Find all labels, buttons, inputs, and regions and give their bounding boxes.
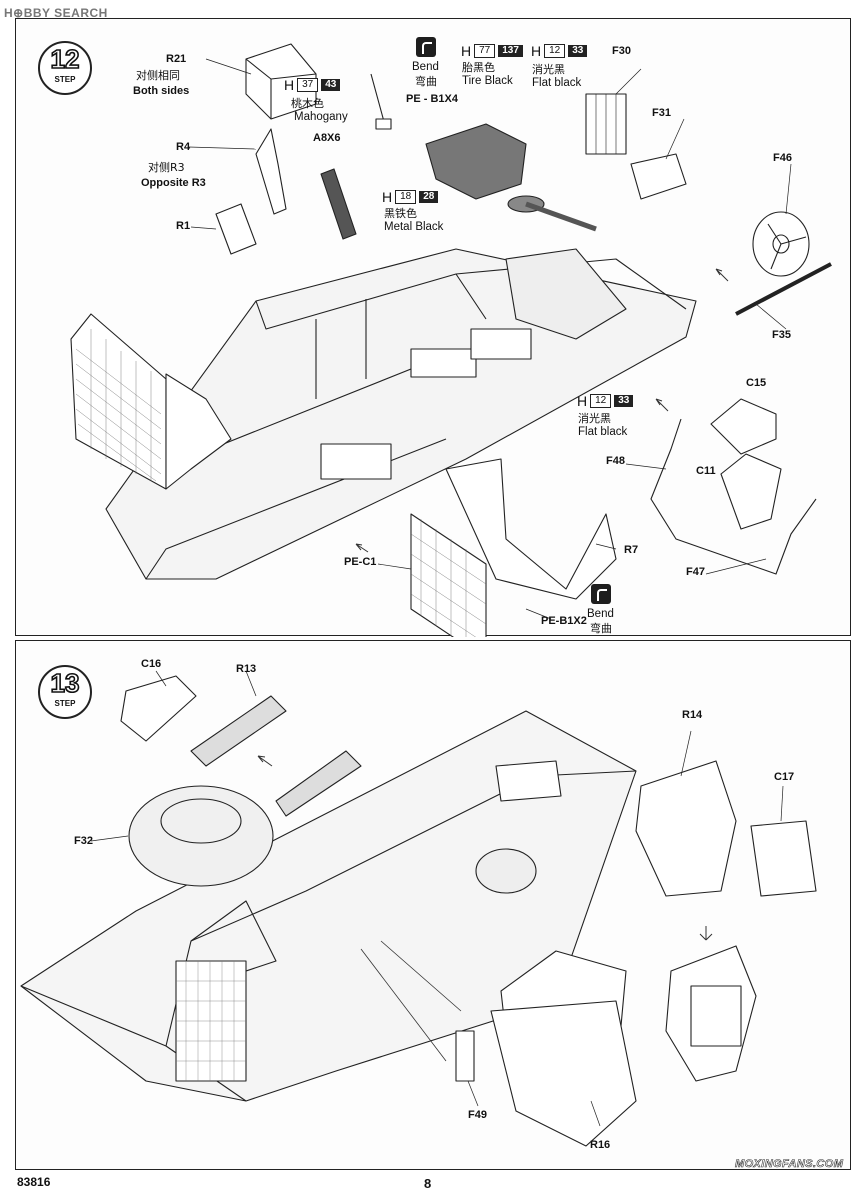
label-r16: R16: [590, 1139, 611, 1151]
step-12-illustration: [70, 43, 832, 637]
label-f46: F46: [773, 152, 792, 164]
bend-icon: [416, 37, 436, 57]
label-r21-cn: 对侧相同: [136, 69, 180, 82]
bend-cn: 弯曲: [415, 75, 437, 88]
bend-icon-lower: [591, 584, 611, 604]
paint-chip-flat-black-top: H 12 33: [531, 43, 588, 59]
label-r14: R14: [682, 709, 703, 721]
bend2-en: Bend: [587, 608, 614, 620]
paint-metal-black-en: Metal Black: [384, 221, 444, 233]
step-word: STEP: [54, 699, 76, 708]
paint-chip-tire-black: H 77 137: [461, 43, 523, 59]
paint-metal-black-cn: 黑铁色: [384, 207, 417, 220]
step-number: 12: [50, 43, 81, 75]
label-c15: C15: [746, 377, 767, 389]
bend2-cn: 弯曲: [590, 622, 612, 635]
label-pe-b1x4: PE - B1X4: [406, 93, 458, 105]
paint-chip-mahogany: H 37 43: [284, 77, 341, 93]
paint-tire-black-cn: 胎黑色: [462, 61, 495, 74]
step-12-panel: 12 STEP R21 对侧相同 Both sides R4 对侧R3 Oppo…: [15, 18, 851, 637]
paint-chip-metal-black: H 18 28: [382, 189, 439, 205]
page-number: 8: [424, 1176, 432, 1191]
paint-flat-black-top-cn: 消光黑: [532, 63, 565, 76]
step-word: STEP: [54, 75, 76, 84]
label-f30: F30: [612, 45, 631, 57]
step-12-badge: 12 STEP: [38, 41, 92, 95]
label-r4-en: Opposite R3: [141, 177, 206, 189]
bend-en: Bend: [412, 61, 439, 73]
label-f35: F35: [772, 329, 791, 341]
step-number: 13: [50, 667, 81, 699]
label-r7: R7: [624, 544, 639, 556]
label-r21: R21: [166, 53, 187, 65]
product-code: 83816: [17, 1175, 51, 1189]
label-pe-b1x2: PE-B1X2: [541, 615, 587, 627]
label-c16: C16: [141, 658, 162, 670]
label-f49: F49: [468, 1109, 487, 1121]
label-r21-en: Both sides: [133, 85, 190, 97]
label-r1: R1: [176, 220, 191, 232]
label-r13: R13: [236, 663, 257, 675]
label-pe-c1: PE-C1: [344, 556, 377, 568]
label-r4: R4: [176, 141, 191, 153]
step-13-illustration: [20, 670, 817, 1147]
label-f32: F32: [74, 835, 93, 847]
paint-mahogany-en: Mahogany: [294, 111, 348, 123]
watermark-text: MOXINGFANS.COM: [735, 1158, 844, 1171]
label-f48: F48: [606, 455, 625, 467]
label-c11: C11: [696, 465, 716, 477]
label-f47: F47: [686, 566, 705, 578]
paint-flat-black-top-en: Flat black: [532, 77, 582, 89]
paint-flat-black-lower-cn: 消光黑: [578, 412, 611, 425]
paint-flat-black-lower-en: Flat black: [578, 426, 628, 438]
label-f31: F31: [652, 107, 671, 119]
paint-chip-flat-black-lower: H 12 33: [577, 393, 634, 409]
site-watermark-header: H⊕BBY SEARCH: [4, 6, 108, 20]
paint-tire-black-en: Tire Black: [462, 75, 513, 87]
step-13-badge: 13 STEP: [38, 665, 92, 719]
step-13-panel: 13 STEP C16 R13 F32 R14 C17 F49 R16: [15, 640, 851, 1170]
label-c17: C17: [774, 771, 795, 783]
label-r4-cn: 对侧R3: [148, 161, 185, 174]
label-a8x6: A8X6: [313, 132, 341, 144]
paint-mahogany-cn: 桃木色: [291, 97, 324, 110]
